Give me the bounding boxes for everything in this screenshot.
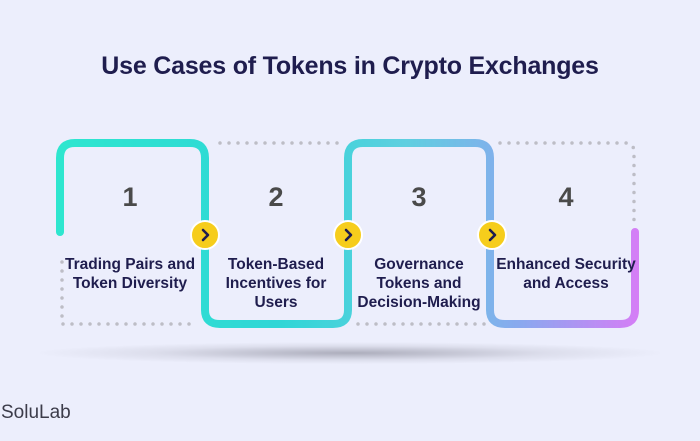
page-title: Use Cases of Tokens in Crypto Exchanges <box>101 52 599 80</box>
step-connector-1 <box>190 220 220 250</box>
step-connector-2 <box>333 220 363 250</box>
step-1-label: Trading Pairs and Token Diversity <box>64 256 196 292</box>
step-4-label: Enhanced Security and Access <box>496 256 636 292</box>
brand-logo-text: SoluLab <box>1 402 71 423</box>
chevron-right-icon <box>488 228 497 242</box>
dotted-outlines <box>60 141 636 326</box>
chevron-right-icon <box>201 228 210 242</box>
step-1-number: 1 <box>122 182 138 212</box>
step-3-number: 3 <box>411 182 427 212</box>
step-connector-3 <box>477 220 507 250</box>
chevron-right-icon <box>344 228 353 242</box>
step-4-number: 4 <box>558 182 574 212</box>
step-3-label: Governance Tokens and Decision-Making <box>357 256 481 311</box>
step-2-number: 2 <box>268 182 284 212</box>
ground-shadow <box>40 342 660 364</box>
step-2-label: Token-Based Incentives for Users <box>225 256 327 311</box>
